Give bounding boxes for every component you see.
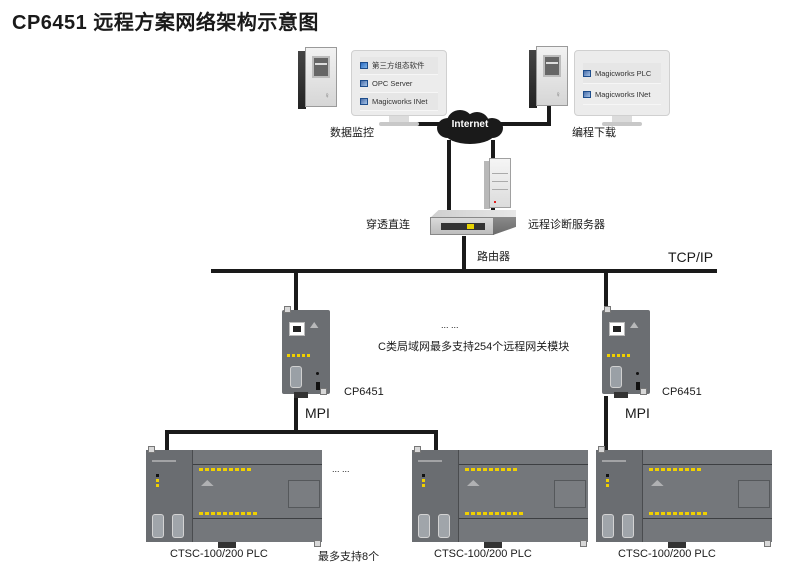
plc-3-label: CTSC-100/200 PLC <box>618 548 716 560</box>
serial-port-icon <box>152 514 164 538</box>
direct-link-label: 穿透直连 <box>366 219 410 231</box>
internet-label: Internet <box>451 119 489 130</box>
programming-pc-tower: ♀ <box>529 46 569 108</box>
software-item: 第三方组态软件 <box>360 57 438 75</box>
plc-ellipsis: ... ... <box>332 464 350 474</box>
gateway-ellipsis: ... ... <box>441 320 459 330</box>
plc-1-label: CTSC-100/200 PLC <box>170 548 268 560</box>
gateway-2-bus-label: MPI <box>625 405 650 421</box>
ethernet-port-icon <box>289 322 305 336</box>
serial-port-icon <box>172 514 184 538</box>
mpi-bus-1 <box>165 430 438 452</box>
serial-port-icon <box>418 514 430 538</box>
lock-icon: ♀ <box>324 91 330 100</box>
serial-port-icon <box>610 366 622 388</box>
app-icon <box>583 90 591 98</box>
diagram-title: CP6451 远程方案网络架构示意图 <box>12 12 319 34</box>
serial-port-icon <box>438 514 450 538</box>
monitoring-label: 数据监控 <box>330 127 374 139</box>
app-icon <box>360 80 368 87</box>
gateway-2-label: CP6451 <box>662 386 702 398</box>
software-item: Magicworks INet <box>360 93 438 111</box>
software-item: Magicworks INet <box>583 84 661 105</box>
serial-port-icon <box>602 514 614 538</box>
gateway-1-bus-label: MPI <box>305 405 330 421</box>
programming-monitor: Magicworks PLC Magicworks INet <box>574 50 670 130</box>
monitoring-pc-tower: ♀ <box>298 47 338 109</box>
brand-logo-icon <box>630 322 639 328</box>
plc-capacity-note: 最多支持8个 <box>318 551 380 563</box>
plc-1 <box>146 446 322 550</box>
software-item: Magicworks PLC <box>583 63 661 84</box>
cp6451-gateway-2 <box>602 306 650 398</box>
brand-logo-icon <box>651 480 664 486</box>
brand-logo-icon <box>201 480 214 486</box>
programming-label: 编程下载 <box>572 127 616 139</box>
diagnostic-server <box>484 158 512 210</box>
brand-logo-icon <box>467 480 480 486</box>
brand-logo-icon <box>310 322 319 328</box>
server-label: 远程诊断服务器 <box>528 219 605 231</box>
serial-port-icon <box>290 366 302 388</box>
tcpip-label: TCP/IP <box>668 249 714 265</box>
wire-programming-to-internet <box>500 104 551 126</box>
app-icon <box>583 69 591 77</box>
app-icon <box>360 62 368 69</box>
cp6451-gateway-1 <box>282 306 330 398</box>
plc-2 <box>412 446 588 550</box>
software-item: OPC Server <box>360 75 438 93</box>
router <box>430 210 516 236</box>
plc-3 <box>596 446 772 550</box>
internet-cloud: Internet <box>437 110 503 144</box>
router-label: 路由器 <box>477 251 510 263</box>
gateway-capacity-note: C类局域网最多支持254个远程网关模块 <box>378 341 570 353</box>
ethernet-port-icon <box>609 322 625 336</box>
monitoring-monitor: 第三方组态软件 OPC Server Magicworks INet <box>351 50 447 130</box>
plc-2-label: CTSC-100/200 PLC <box>434 548 532 560</box>
gateway-1-label: CP6451 <box>344 386 384 398</box>
serial-port-icon <box>622 514 634 538</box>
app-icon <box>360 98 368 105</box>
lock-icon: ♀ <box>555 90 561 99</box>
